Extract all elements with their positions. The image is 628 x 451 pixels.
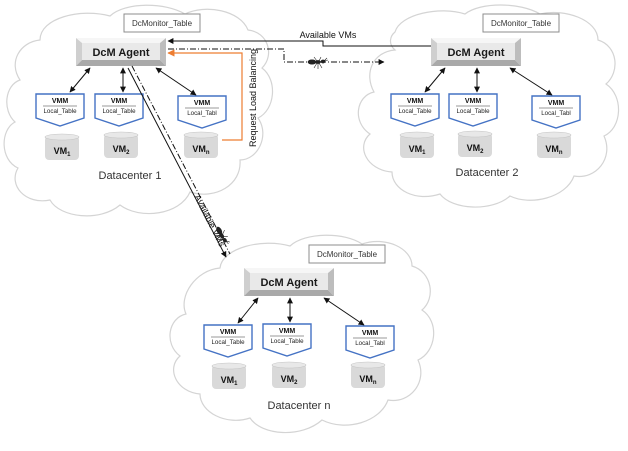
vmm-1: VMM Local_Table <box>35 93 85 127</box>
agent-vmm-arrow <box>424 67 446 93</box>
request-load-balancing-arrow <box>167 49 243 141</box>
vm-2: VM2 <box>457 130 493 157</box>
vmm-title: VMM <box>362 330 379 337</box>
agent-vmm-arrow <box>323 297 365 326</box>
ant-icon <box>307 56 329 70</box>
datacenter-label: Datacenter 1 <box>99 170 162 182</box>
vmm-table: Local_Table <box>456 108 490 115</box>
vmm-title: VMM <box>194 100 211 107</box>
available-vms-arrow-dc1-dcn <box>127 67 227 258</box>
vmm-1: VMM Local_Table <box>390 93 440 127</box>
monitor-table-label: DcMonitor_Table <box>491 19 552 28</box>
vm-n: VMn <box>536 131 572 158</box>
datacenter-2: DcMonitor_Table DcM Agent VMM Local_Tabl… <box>357 4 620 208</box>
vm-1: VM1 <box>211 362 247 389</box>
available-vms-arrow-dc2-dc1 <box>167 38 431 47</box>
vm-n: VMn <box>183 131 219 158</box>
vm-n: VMn <box>350 361 386 388</box>
dcm-agent: DcM Agent <box>244 268 334 296</box>
vmm-table: Local_Table <box>270 338 304 345</box>
vm-label: VM2 <box>281 374 299 386</box>
vmm-table: Local_Table <box>398 108 432 115</box>
agent-label: DcM Agent <box>447 47 504 59</box>
monitor-table-box <box>308 244 386 264</box>
vm-label: VMn <box>192 144 210 156</box>
vm-1: VM1 <box>44 133 80 160</box>
monitor-table-box <box>482 13 560 33</box>
vmm-table: Local_Tabl <box>187 110 217 117</box>
vmm-n: VMM Local_Tabl <box>177 95 227 129</box>
monitor-table-box <box>123 13 201 33</box>
ant-path-dc1-dcn <box>131 65 231 255</box>
dcm-agent: DcM Agent <box>76 38 166 66</box>
vm-1: VM1 <box>399 131 435 158</box>
vmm-table: Local_Table <box>43 108 77 115</box>
vm-label: VM2 <box>113 144 131 156</box>
vmm-title: VMM <box>548 100 565 107</box>
vm-label: VM1 <box>54 146 72 158</box>
vmm-table: Local_Table <box>102 108 136 115</box>
datacenter-label: Datacenter n <box>268 400 331 412</box>
vm-2: VM2 <box>103 131 139 158</box>
vmm-2: VMM Local_Table <box>448 93 498 127</box>
vmm-table: Local_Tabl <box>541 110 571 117</box>
request-load-balancing-label: Request Load Balancing <box>248 49 258 147</box>
vm-label: VM1 <box>409 144 427 156</box>
available-vms-label-top: Available VMs <box>300 30 357 40</box>
vm-2: VM2 <box>271 361 307 388</box>
vmm-table: Local_Table <box>211 339 245 346</box>
vmm-2: VMM Local_Table <box>262 323 312 357</box>
dcm-agent: DcM Agent <box>431 38 521 66</box>
monitor-table-label: DcMonitor_Table <box>317 250 378 259</box>
agent-vmm-arrow <box>69 67 91 93</box>
vm-label: VMn <box>359 374 377 386</box>
vmm-title: VMM <box>465 98 482 105</box>
vmm-1: VMM Local_Table <box>203 324 253 358</box>
vmm-title: VMM <box>407 98 424 105</box>
agent-vmm-arrow <box>509 67 553 96</box>
vm-label: VM2 <box>467 143 485 155</box>
datacenter-label: Datacenter 2 <box>456 167 519 179</box>
vmm-title: VMM <box>52 98 69 105</box>
agent-vmm-arrow <box>237 297 259 324</box>
vmm-title: VMM <box>111 98 128 105</box>
agent-vmm-arrow <box>155 67 197 96</box>
monitor-table-label: DcMonitor_Table <box>132 19 193 28</box>
vmm-n: VMM Local_Tabl <box>531 95 581 129</box>
datacenter-1: DcMonitor_Table DcM Agent VMM Local_Tabl… <box>3 4 274 217</box>
vmm-2: VMM Local_Table <box>94 93 144 127</box>
vmm-table: Local_Tabl <box>355 340 385 347</box>
vmm-title: VMM <box>220 329 237 336</box>
agent-label: DcM Agent <box>260 277 317 289</box>
available-vms-label-diagonal: Available VMs <box>192 193 227 249</box>
ant-path-dc1-dc2 <box>168 48 385 65</box>
agent-label: DcM Agent <box>92 47 149 59</box>
vm-label: VMn <box>545 144 563 156</box>
vmm-title: VMM <box>279 328 296 335</box>
datacenter-n: DcMonitor_Table DcM Agent VMM Local_Tabl… <box>169 234 435 434</box>
vm-label: VM1 <box>221 375 239 387</box>
vmm-n: VMM Local_Tabl <box>345 325 395 359</box>
